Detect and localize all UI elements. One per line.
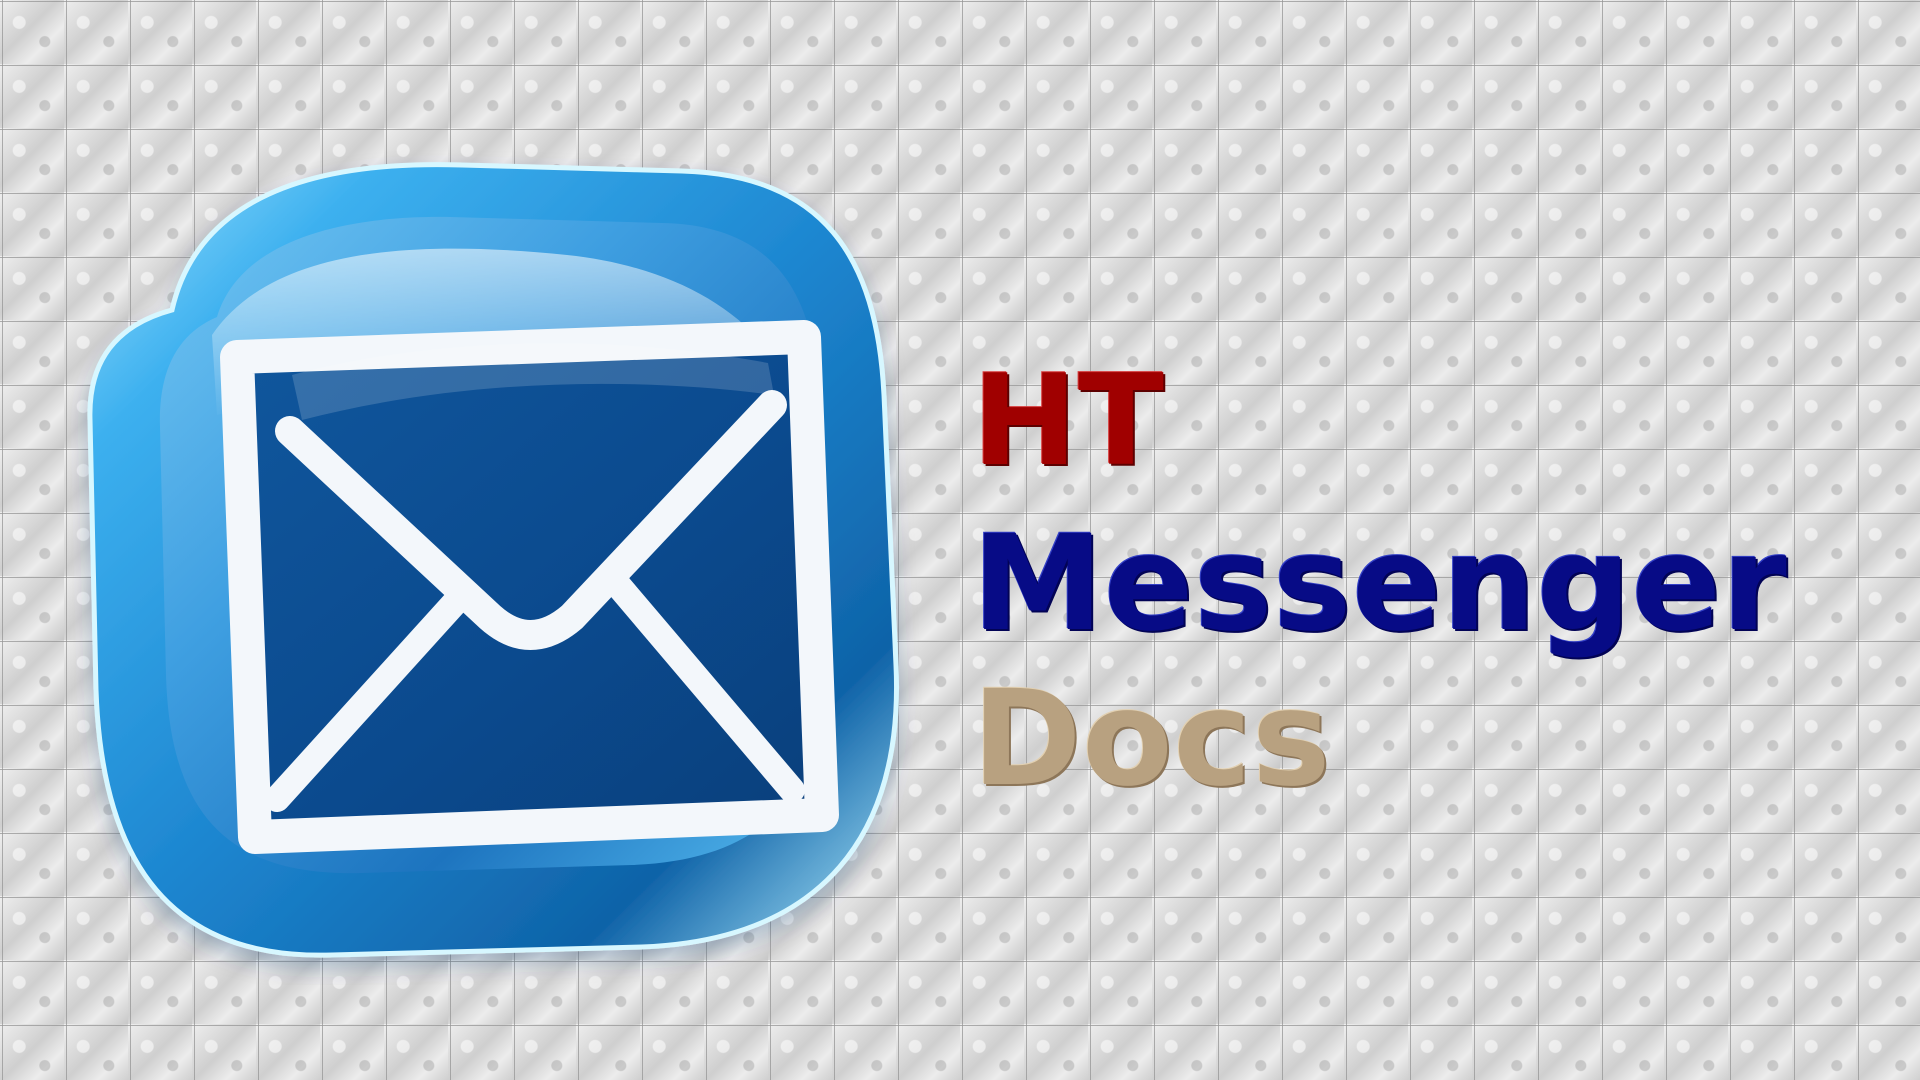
title-line-messenger: Messenger	[972, 507, 1788, 661]
mail-envelope-icon	[87, 162, 900, 958]
app-logo	[62, 105, 942, 985]
title-line-docs: Docs	[972, 662, 1332, 816]
envelope-flap-right	[605, 572, 805, 803]
app-title: HT Messenger Docs	[972, 358, 1872, 828]
envelope-glass-glint	[292, 343, 774, 420]
envelope-flap-left	[264, 584, 473, 812]
title-line-ht: HT	[972, 347, 1165, 494]
envelope-body	[220, 320, 839, 854]
envelope-flap-top	[275, 390, 787, 650]
